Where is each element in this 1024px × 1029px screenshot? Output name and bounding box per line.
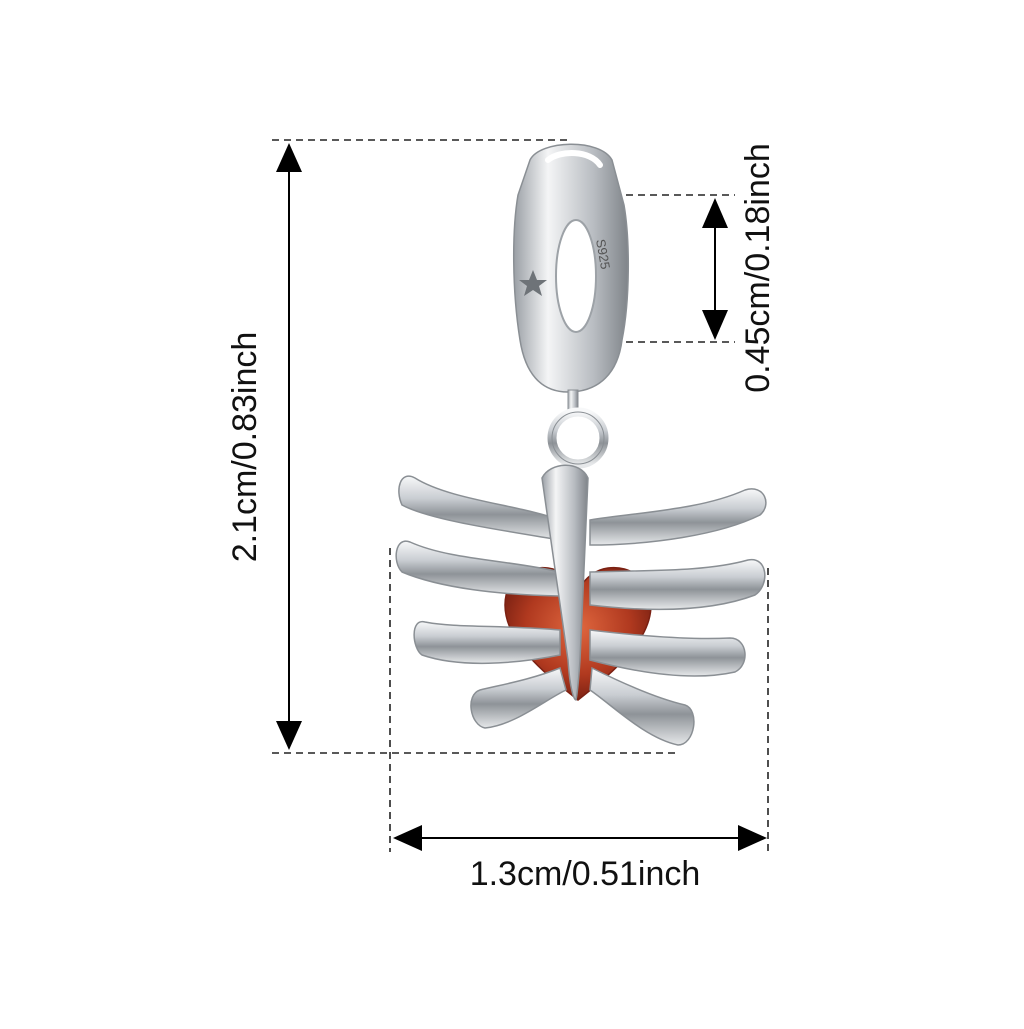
bail: S925 [512, 143, 629, 393]
stamp-text: S925 [593, 238, 613, 271]
width-arrow [393, 825, 767, 851]
height-dimension-label: 2.1cm/0.83inch [226, 331, 264, 563]
star-icon [519, 270, 547, 296]
jump-ring [547, 389, 609, 469]
width-dimension-label: 1.3cm/0.51inch [469, 855, 701, 893]
hole-dimension-label: 0.45cm/0.18inch [739, 143, 777, 393]
rib-cage [395, 464, 767, 746]
guide-lines [272, 139, 769, 852]
hole-arrow [702, 198, 728, 340]
height-arrow [276, 143, 302, 750]
